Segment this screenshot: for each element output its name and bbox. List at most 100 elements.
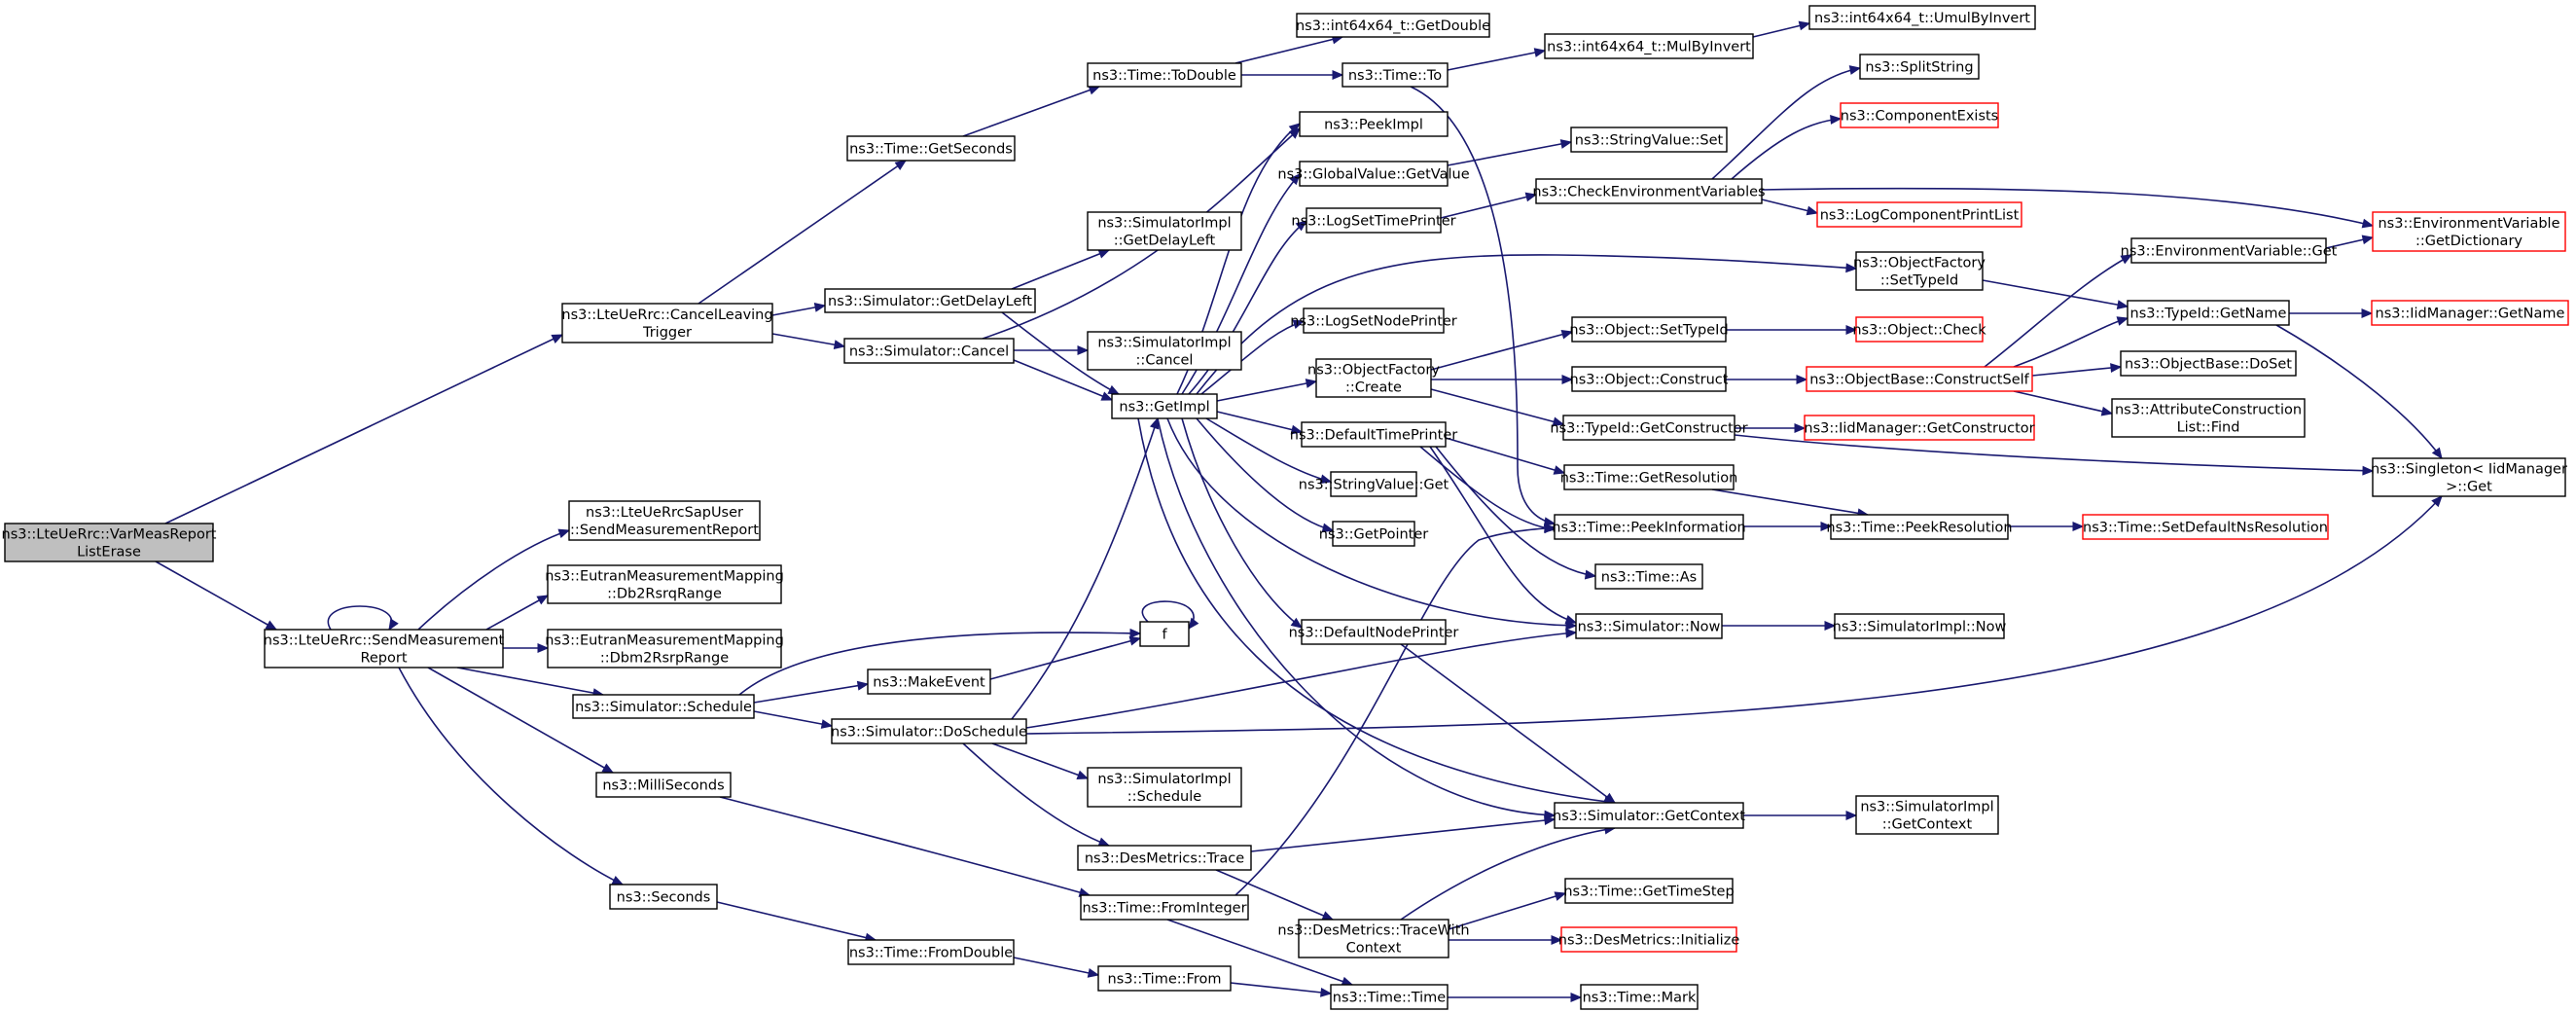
node-timeTo[interactable]: ns3::Time::To xyxy=(1342,62,1449,88)
node-getPointer[interactable]: ns3::GetPointer xyxy=(1319,521,1429,547)
edge-line xyxy=(1711,67,1861,180)
node-componentExists[interactable]: ns3::ComponentExists xyxy=(1840,102,1999,128)
node-iidGetName[interactable]: ns3::IidManager::GetName xyxy=(2371,300,2569,326)
node-envGet[interactable]: ns3::EnvironmentVariable::Get xyxy=(2121,237,2338,264)
node-iidGetConstructor[interactable]: ns3::IidManager::GetConstructor xyxy=(1804,415,2035,441)
node-simGetContext[interactable]: ns3::Simulator::GetContext xyxy=(1553,802,1745,829)
node-simCancel[interactable]: ns3::Simulator::Cancel xyxy=(843,338,1015,364)
node-singletonGet[interactable]: ns3::Singleton< IidManager>::Get xyxy=(2371,457,2567,497)
node-setDefaultNsRes[interactable]: ns3::Time::SetDefaultNsResolution xyxy=(2082,514,2329,540)
node-gvGetValue[interactable]: ns3::GlobalValue::GetValue xyxy=(1277,161,1470,187)
node-constructSelf[interactable]: ns3::ObjectBase::ConstructSelf xyxy=(1806,366,2033,392)
node-mulByInvert[interactable]: ns3::int64x64_t::MulByInvert xyxy=(1544,33,1754,59)
node-label: ns3::LteUeRrcSapUser xyxy=(586,505,743,521)
edge-arrowhead xyxy=(1559,139,1573,149)
node-f[interactable]: f xyxy=(1139,621,1190,647)
node-peekResolution[interactable]: ns3::Time::PeekResolution xyxy=(1826,514,2013,540)
node-box xyxy=(1570,126,1728,153)
edge-line xyxy=(2013,390,2113,415)
node-doSet[interactable]: ns3::ObjectBase::DoSet xyxy=(2120,350,2297,377)
node-getDelayLeft[interactable]: ns3::Simulator::GetDelayLeft xyxy=(824,288,1036,313)
edge-fromDouble-to-timeFrom xyxy=(1013,957,1100,978)
node-simImplNow[interactable]: ns3::SimulatorImpl::Now xyxy=(1833,613,2007,639)
edge-arrowhead xyxy=(1796,375,1808,384)
edge-line xyxy=(1731,118,1842,180)
node-simNow[interactable]: ns3::Simulator::Now xyxy=(1575,613,1723,639)
node-peekInformation[interactable]: ns3::Time::PeekInformation xyxy=(1552,514,1746,540)
edge-arrowhead xyxy=(1129,628,1142,638)
node-typeIdGetName[interactable]: ns3::TypeId::GetName xyxy=(2127,300,2290,326)
node-checkEnv[interactable]: ns3::CheckEnvironmentVariables xyxy=(1532,178,1766,204)
node-dbm2rsrp[interactable]: ns3::EutranMeasurementMapping::Dbm2RsrpR… xyxy=(545,629,784,669)
node-objConstruct[interactable]: ns3::Object::Construct xyxy=(1570,366,1729,392)
node-simImplGetDelayLeft[interactable]: ns3::SimulatorImpl::GetDelayLeft xyxy=(1087,211,1242,251)
edge-line xyxy=(771,333,845,347)
edge-fromInteger-to-peekInformation xyxy=(1234,524,1556,896)
node-simImplCancel[interactable]: ns3::SimulatorImpl::Cancel xyxy=(1087,331,1242,371)
node-logSetNodePrinter[interactable]: ns3::LogSetNodePrinter xyxy=(1290,307,1457,334)
node-timeMark[interactable]: ns3::Time::Mark xyxy=(1580,984,1699,1010)
edge-line xyxy=(1448,892,1566,930)
node-getDouble[interactable]: ns3::int64x64_t::GetDouble xyxy=(1296,13,1490,38)
node-label: ns3::Simulator::Schedule xyxy=(575,700,752,715)
node-timeAs[interactable]: ns3::Time::As xyxy=(1594,563,1703,590)
node-doSchedule[interactable]: ns3::Simulator::DoSchedule xyxy=(831,718,1027,744)
node-box xyxy=(1332,521,1415,547)
node-fromDouble[interactable]: ns3::Time::FromDouble xyxy=(847,939,1015,965)
node-getConstructor[interactable]: ns3::TypeId::GetConstructor xyxy=(1550,415,1748,441)
node-svSet[interactable]: ns3::StringValue::Set xyxy=(1570,126,1728,153)
edge-constructSelf-to-envGet xyxy=(1984,254,2133,368)
node-objCheck[interactable]: ns3::Object::Check xyxy=(1852,316,1986,343)
node-defaultNodePrinter[interactable]: ns3::DefaultNodePrinter xyxy=(1289,619,1459,645)
edge-arrowhead xyxy=(551,334,564,343)
edge-line xyxy=(962,742,1110,847)
node-seconds[interactable]: ns3::Seconds xyxy=(609,884,718,910)
node-defaultTimePrinter[interactable]: ns3::DefaultTimePrinter xyxy=(1290,421,1457,448)
node-sapUser[interactable]: ns3::LteUeRrcSapUser::SendMeasurementRep… xyxy=(568,500,761,541)
node-getSeconds[interactable]: ns3::Time::GetSeconds xyxy=(846,135,1016,162)
node-getTimeStep[interactable]: ns3::Time::GetTimeStep xyxy=(1563,878,1735,904)
edge-line xyxy=(1734,434,2374,472)
node-fromInteger[interactable]: ns3::Time::FromInteger xyxy=(1080,894,1249,921)
node-label: ns3::SplitString xyxy=(1865,60,1973,76)
node-timeFrom[interactable]: ns3::Time::From xyxy=(1097,965,1232,992)
edge-line xyxy=(719,796,1091,896)
node-toDouble[interactable]: ns3::Time::ToDouble xyxy=(1087,62,1242,88)
node-desTrace[interactable]: ns3::DesMetrics::Trace xyxy=(1077,845,1252,871)
node-milliSeconds[interactable]: ns3::MilliSeconds xyxy=(595,772,732,798)
edge-doSchedule-to-simNow xyxy=(1025,628,1578,729)
node-logComponentPrintList[interactable]: ns3::LogComponentPrintList xyxy=(1816,201,2022,228)
node-timeTime[interactable]: ns3::Time::Time xyxy=(1330,984,1449,1010)
node-box xyxy=(1859,54,1980,80)
edge-line xyxy=(398,667,624,886)
node-ofSetTypeId[interactable]: ns3::ObjectFactory::SetTypeId xyxy=(1853,251,1986,291)
node-makeEvent[interactable]: ns3::MakeEvent xyxy=(867,669,991,695)
node-db2rsrq[interactable]: ns3::EutranMeasurementMapping::Db2RsrqRa… xyxy=(545,564,784,604)
edge-arrowhead xyxy=(894,160,908,171)
node-box xyxy=(1571,366,1727,392)
edge-line xyxy=(485,595,549,631)
node-logSetTimePrinter[interactable]: ns3::LogSetTimePrinter xyxy=(1291,207,1456,234)
node-umulByInvert[interactable]: ns3::int64x64_t::UmulByInvert xyxy=(1808,5,2036,30)
node-label: ns3::GetImpl xyxy=(1119,400,1209,416)
edge-cancelLeaving-to-getDelayLeft xyxy=(771,303,827,316)
node-simSchedule[interactable]: ns3::Simulator::Schedule xyxy=(572,694,755,719)
node-sendMeas[interactable]: ns3::LteUeRrc::SendMeasurementReport xyxy=(264,629,505,669)
node-ofCreate[interactable]: ns3::ObjectFactory::Create xyxy=(1307,358,1440,398)
node-simImplSchedule[interactable]: ns3::SimulatorImpl::Schedule xyxy=(1087,767,1242,808)
node-svGet[interactable]: ns3::StringValue::Get xyxy=(1299,471,1449,497)
node-simImplGetContext[interactable]: ns3::SimulatorImpl::GetContext xyxy=(1855,795,1999,835)
node-desInitialize[interactable]: ns3::DesMetrics::Initialize xyxy=(1558,926,1740,953)
node-getImpl[interactable]: ns3::GetImpl xyxy=(1111,393,1218,419)
node-envGetDictionary[interactable]: ns3::EnvironmentVariable::GetDictionary xyxy=(2372,211,2566,252)
node-objSetTypeId[interactable]: ns3::Object::SetTypeId xyxy=(1569,316,1729,343)
node-getResolution[interactable]: ns3::Time::GetResolution xyxy=(1560,464,1738,490)
edge-timeFrom-to-timeTime xyxy=(1230,982,1333,997)
node-peekImpl[interactable]: ns3::PeekImpl xyxy=(1299,111,1449,137)
edge-arrowhead xyxy=(388,618,399,632)
node-splitString[interactable]: ns3::SplitString xyxy=(1859,54,1980,80)
